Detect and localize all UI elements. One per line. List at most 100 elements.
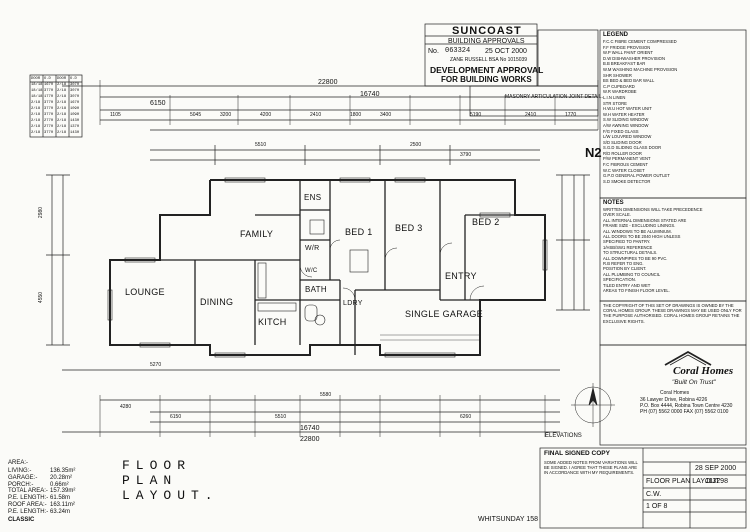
dim-bottom-overall: 22800: [300, 436, 320, 443]
legend-item: C.P CUPBOARD: [603, 83, 635, 89]
schedule-cell: 2/18: [57, 113, 67, 117]
company-name: Coral Homes: [673, 365, 734, 377]
notes-heading: NOTES: [603, 200, 624, 206]
title-sheet: 1 OF 8: [646, 503, 668, 510]
area-footer: CLASSIC: [8, 516, 35, 523]
schedule-cell: 2770: [44, 125, 54, 129]
note-item: AREAS TO FINISH FLOOR LEVEL.: [603, 288, 670, 294]
schedule-cell: 2/18: [31, 101, 41, 105]
legend-item: F.C.C FIBRE CEMENT COMPRESSED: [603, 39, 677, 44]
schedule-cell: DOOR: [57, 77, 67, 81]
dim-1770: 1770: [565, 112, 577, 118]
schedule-cell: 2/18: [57, 95, 67, 99]
dim-5580: 5580: [320, 392, 332, 398]
stamp-title-1: DEVELOPMENT APPROVAL: [430, 65, 544, 75]
schedule-cell: DOOR: [31, 77, 41, 81]
schedule-cell: 18/18: [31, 83, 43, 87]
dim-2980: 2980: [38, 206, 45, 219]
room-bed-3: BED 3: [395, 223, 423, 233]
schedule-cell: 2/18: [31, 113, 41, 117]
room-single-garage: SINGLE GARAGE: [405, 309, 483, 319]
area-value: 20.28m²: [50, 474, 73, 481]
note-item: ALL WINDOWS TO BE ALUMINIUM.: [603, 228, 672, 234]
schedule-cell: 2/18: [57, 107, 67, 111]
north-label: N2: [585, 145, 602, 160]
note-item: OVER SCALE.: [603, 212, 631, 218]
dim-3200: 3200: [220, 112, 232, 118]
schedule-cell: 2770: [44, 119, 54, 123]
schedule-cell: 2/18: [57, 89, 67, 93]
area-value: 0.66m²: [50, 481, 69, 488]
area-table: AREA:- LIVING:-136.35m² GARAGE:-20.28m² …: [8, 460, 103, 523]
note-item: TILED ENTRY AND WET: [603, 282, 651, 288]
schedule-cell: 1430: [70, 119, 80, 123]
area-row: P.E. LENGTH:-63.24m: [8, 509, 103, 516]
note-item: SPECIFIED TO PANTRY.: [603, 239, 651, 245]
area-row: LIVING:- 136.35m²: [8, 468, 103, 475]
area-heading: AREA:-: [8, 460, 29, 466]
dim-2410: 2410: [310, 112, 322, 118]
area-key: P.E. LENGTH:-: [8, 508, 49, 515]
plan-title-line: LAYOUT.: [122, 488, 219, 503]
stamp-certifier: ZANE RUSSELL BSA No 1015039: [450, 57, 528, 63]
legend-item: S.W SLIDING WINDOW: [603, 117, 649, 123]
schedule-cell: 2/18: [57, 125, 67, 129]
area-key: P.E. LENGTH:-: [8, 495, 49, 502]
room-kitchen: KITCH: [258, 317, 287, 327]
legend-item: W.H WATER HEATER: [603, 111, 645, 117]
legend-item: D.W DISHWASHER PROVISION: [603, 55, 665, 61]
dim-1800: 1800: [350, 112, 362, 118]
room-family: FAMILY: [240, 229, 274, 239]
area-value: 136.35m²: [50, 468, 76, 474]
legend-item: P/W PERMANENT VENT: [603, 156, 651, 162]
room-bath: BATH: [305, 285, 327, 294]
area-row: PORCH:-0.66m²: [8, 482, 103, 489]
note-item: ALL INTERNAL DIMENSIONS STATED ARE: [603, 217, 687, 223]
final-copy-heading: FINAL SIGNED COPY: [544, 450, 610, 457]
stamp-number-label: No.: [428, 48, 439, 55]
legend-item: F/G FIXED GLASS: [603, 128, 639, 134]
note-item: ALL DOORS TO BE 2040 HIGH UNLESS: [603, 234, 681, 240]
room-wc: W/C: [305, 268, 318, 274]
area-value: 157.39m²: [50, 488, 76, 495]
schedule-cell: 1090: [70, 107, 80, 111]
schedule-cell: 1670: [44, 83, 54, 87]
note-item: 1/HSB/SW1 REFERENCE: [603, 244, 653, 250]
company-line3: P.O. Box 4444, Robina Town Centre 4230: [640, 403, 733, 409]
schedule-cell: O.D: [70, 77, 77, 81]
area-key: GARAGE:-: [8, 474, 38, 481]
schedule-cell: 18/18: [31, 89, 43, 93]
room-ensuite: ENS: [304, 193, 322, 202]
schedule-cell: 1370: [70, 125, 80, 129]
note-item: POSITION BY CLIENT.: [603, 266, 647, 272]
dim-5510: 5510: [255, 142, 267, 148]
legend-item: R/D ROLLER DOOR: [603, 150, 642, 156]
legend-item: F.C FIBROUS CEMENT: [603, 162, 648, 168]
note-item: SPECIFICATION.: [603, 277, 636, 283]
schedule-cell: 2/18: [57, 83, 67, 87]
schedule-cell: 18/18: [31, 95, 43, 99]
dim-4200: 4200: [260, 112, 272, 118]
schedule-cell: 2/18: [31, 131, 41, 135]
legend-item: STR STORE: [603, 100, 627, 106]
room-walk-in-robe: W/R: [305, 245, 320, 252]
stamp-authority: SUNCOAST: [452, 25, 522, 37]
company-line2: 36 Lawyer Drive, Robina 4226: [640, 397, 708, 403]
schedule-cell: 2/18: [57, 119, 67, 123]
legend-item: L/W LOUVRED WINDOW: [603, 134, 652, 140]
area-key: LIVING:-: [8, 468, 32, 474]
legend-item: W.C WATER CLOSET: [603, 167, 645, 173]
room-dining: DINING: [200, 297, 234, 307]
note-item: WRITTEN DIMENSIONS WILL TAKE PRECEDENCE: [603, 207, 703, 212]
note-item: ALL PLUMBING TO COUNCIL: [603, 271, 661, 277]
title-date: 28 SEP 2000: [695, 465, 737, 472]
legend-item: W.R WARDROBE: [603, 89, 637, 95]
title-drawn: C.W.: [646, 491, 662, 498]
